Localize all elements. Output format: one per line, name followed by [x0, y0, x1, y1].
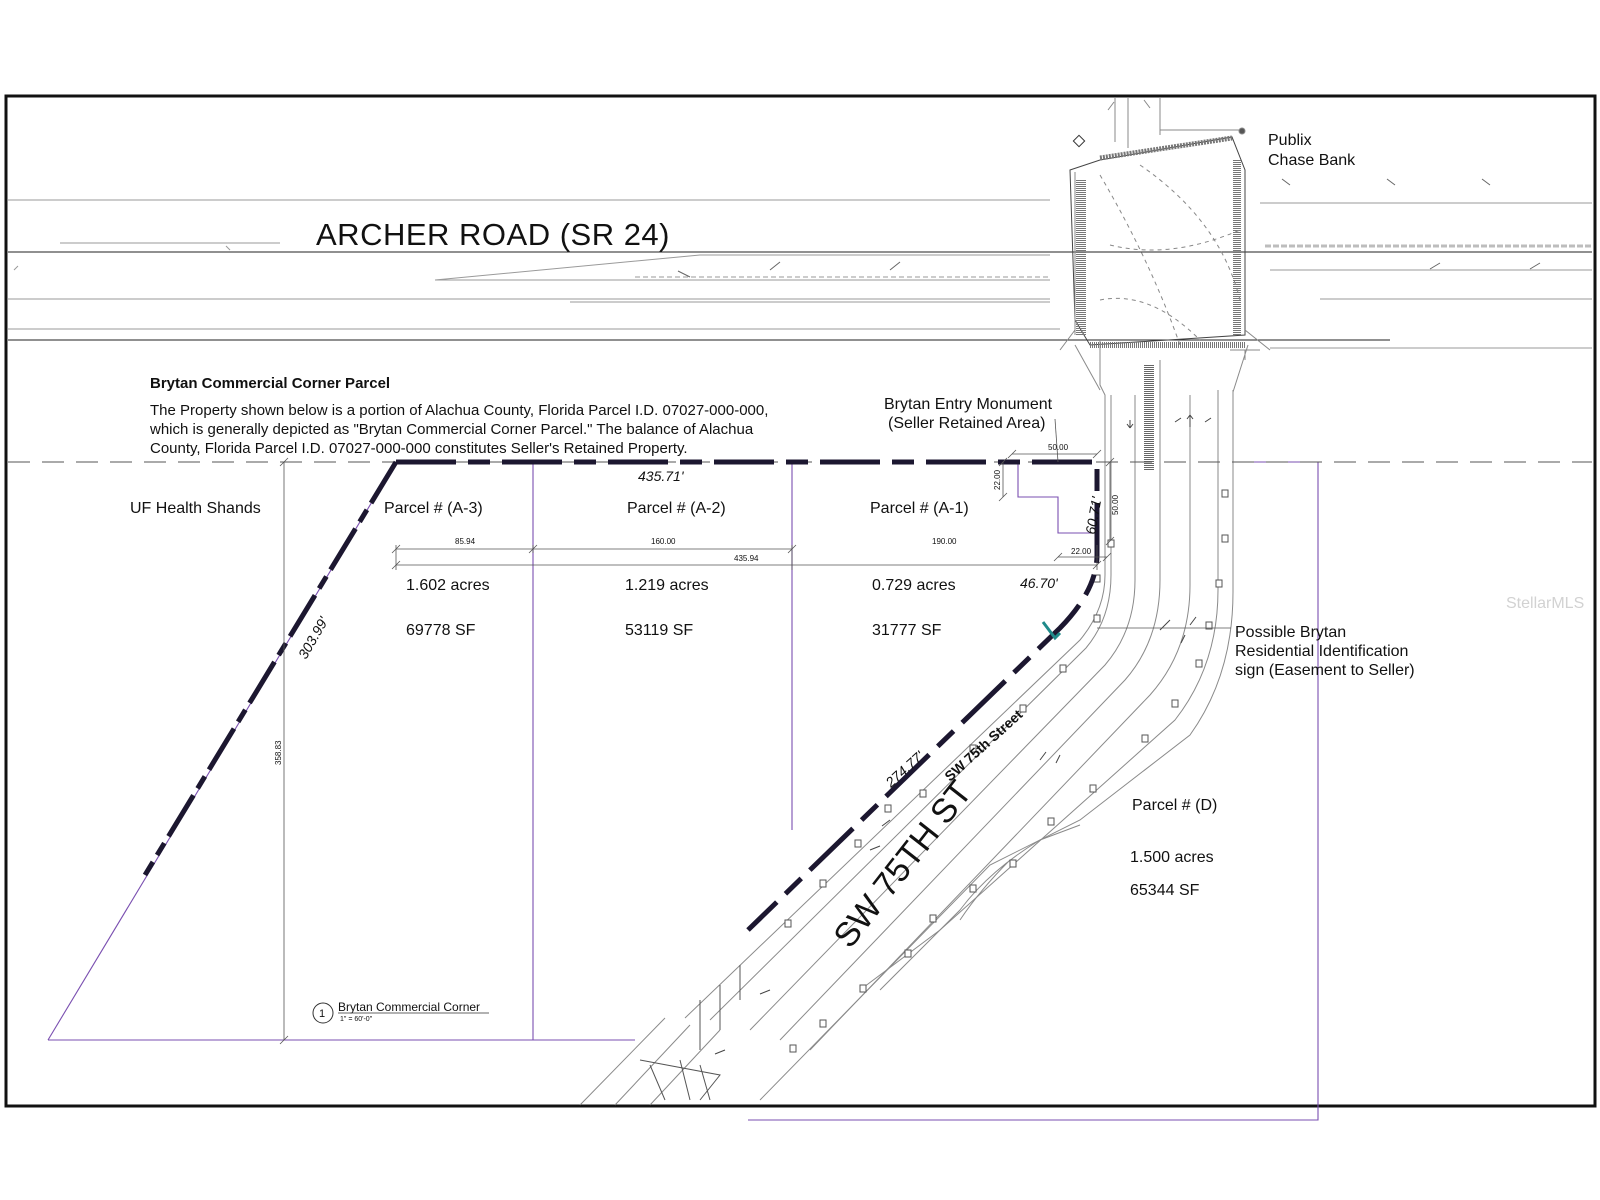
publix-label: Publix [1268, 132, 1312, 149]
dim-190-00: 190.00 [932, 537, 957, 546]
description-line-1: The Property shown below is a portion of… [150, 402, 768, 419]
parcel-a3-acres: 1.602 acres [406, 577, 490, 594]
chase-bank-label: Chase Bank [1268, 152, 1356, 169]
archer-road [8, 178, 1592, 349]
entry-monument-area [1017, 462, 1097, 534]
parcel-a1-acres: 0.729 acres [872, 577, 956, 594]
dim-22-horizontal: 22.00 [1071, 547, 1092, 556]
dim-22-vertical: 22.00 [993, 469, 1002, 490]
detail-tag-scale: 1" = 60'-0" [340, 1016, 373, 1023]
dim-corner: 46.70' [1020, 575, 1059, 591]
street-label-small: SW 75th Street [941, 706, 1025, 784]
detail-tag-number: 1 [319, 1008, 325, 1020]
parcel-a1-name: Parcel # (A-1) [870, 500, 969, 517]
dim-50-top: 50.00 [1048, 443, 1069, 452]
description-line-2: which is generally depicted as "Brytan C… [149, 421, 754, 438]
parcel-d-name: Parcel # (D) [1132, 797, 1217, 814]
commercial-boundary [142, 459, 1100, 932]
dim-160-00: 160.00 [651, 537, 676, 546]
sign-note-line-1: Possible Brytan [1235, 624, 1346, 641]
watermark: StellarMLS [1506, 595, 1584, 612]
description-line-3: County, Florida Parcel I.D. 07027-000-00… [150, 440, 688, 457]
parcel-a3-sf: 69778 SF [406, 622, 476, 639]
dim-435-94: 435.94 [734, 554, 759, 563]
drawing-frame [4, 94, 1597, 1108]
description-title: Brytan Commercial Corner Parcel [150, 375, 390, 392]
parcel-a2-name: Parcel # (A-2) [627, 500, 726, 517]
parcel-d-acres: 1.500 acres [1130, 849, 1214, 866]
uf-health-label: UF Health Shands [130, 500, 261, 517]
sign-note-line-2: Residential Identification [1235, 643, 1408, 660]
parcel-a2-sf: 53119 SF [625, 622, 693, 639]
detail-tag-title: Brytan Commercial Corner [338, 1000, 480, 1014]
dim-50-vertical: 50.00 [1111, 494, 1120, 515]
parcel-lines [47, 461, 1319, 1121]
sign-note-line-3: sign (Easement to Seller) [1235, 662, 1415, 679]
parcel-a2-acres: 1.219 acres [625, 577, 709, 594]
parcel-a1-sf: 31777 SF [872, 622, 942, 639]
intersection [1059, 98, 1271, 351]
dim-85-94: 85.94 [455, 537, 476, 546]
dimension-lines [279, 418, 1231, 1045]
dim-top: 435.71' [638, 468, 685, 484]
archer-road-label: ARCHER ROAD (SR 24) [316, 217, 670, 252]
sw-75th-street-road [579, 340, 1260, 1106]
street-label-large: SW 75TH ST [826, 774, 979, 955]
entry-monument-label: Brytan Entry Monument [884, 396, 1053, 413]
entry-monument-sublabel: (Seller Retained Area) [888, 415, 1045, 432]
dim-right: 60.71' [1082, 494, 1105, 535]
parcel-d-sf: 65344 SF [1130, 882, 1200, 899]
parcel-a3-name: Parcel # (A-3) [384, 500, 483, 517]
sign-marker [1041, 621, 1062, 641]
dim-height: 358.83 [274, 740, 283, 765]
detail-tag: 1 Brytan Commercial Corner 1" = 60'-0" [312, 1000, 489, 1024]
dim-diagonal: 274.77' [882, 747, 928, 791]
